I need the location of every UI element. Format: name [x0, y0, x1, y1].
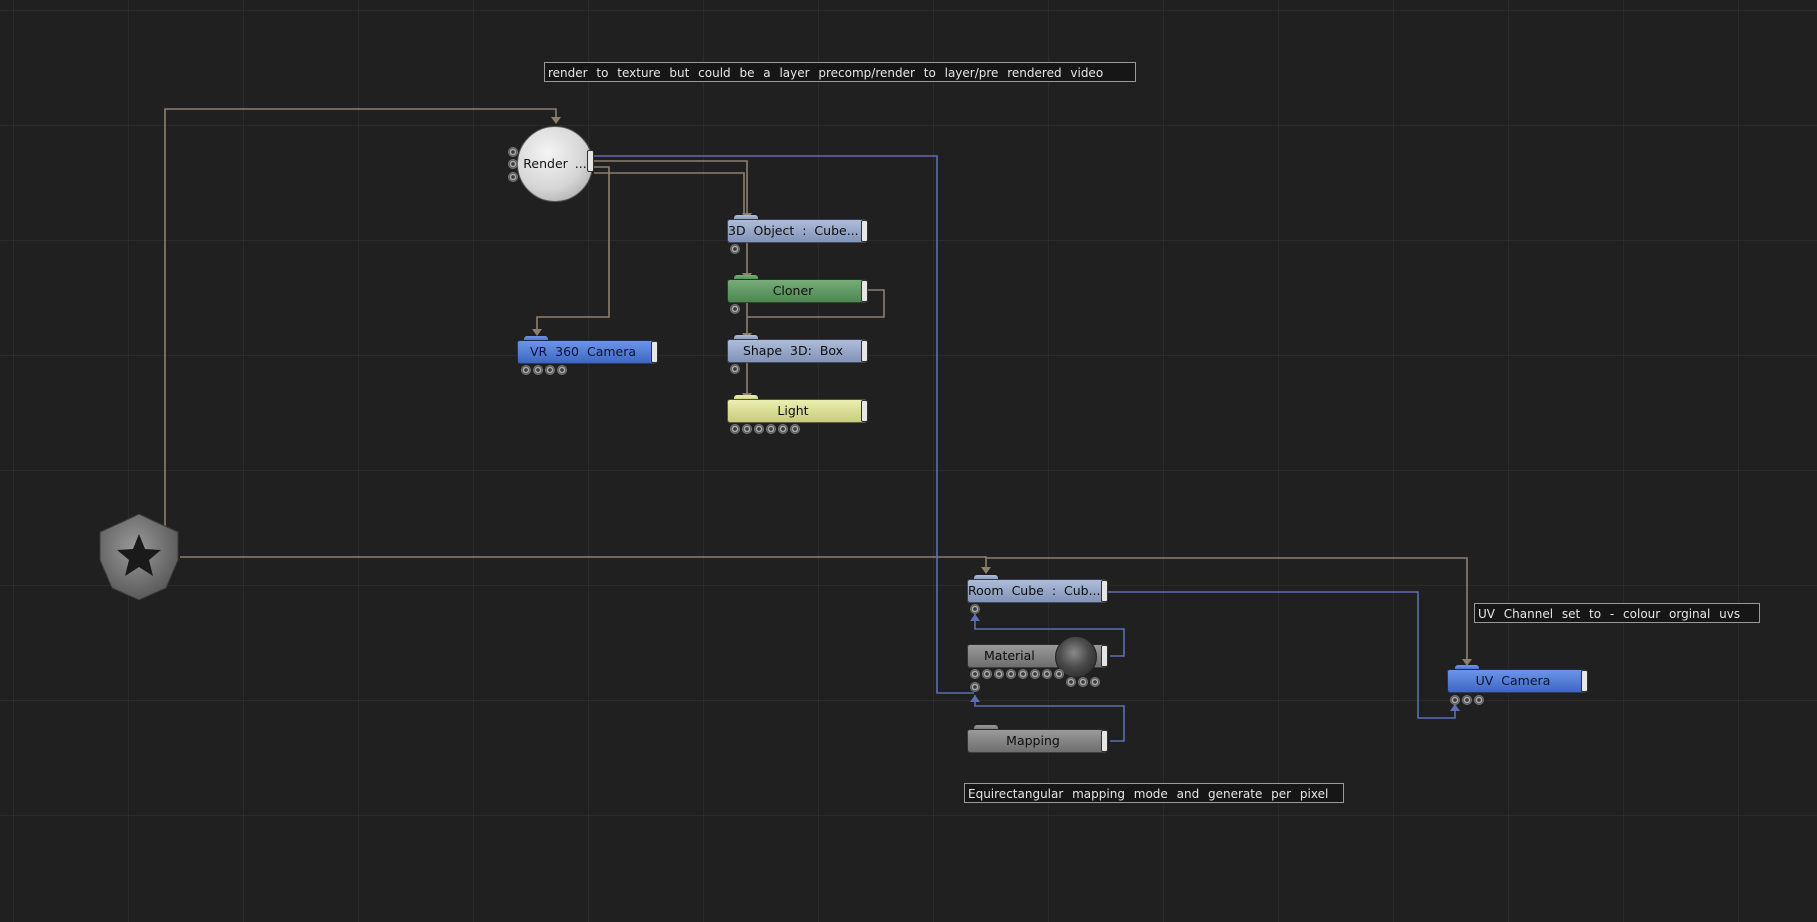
material-port-7[interactable]: [1042, 669, 1052, 679]
vr-camera-output-port[interactable]: [651, 341, 658, 363]
room-cube-tab: [974, 575, 998, 581]
mapping-output-port[interactable]: [1101, 730, 1108, 752]
shape-box-label: Shape 3D: Box: [742, 343, 844, 358]
uv-camera-port-3[interactable]: [1474, 695, 1484, 705]
room-cube-node[interactable]: Room Cube : Cub...: [967, 579, 1107, 603]
vr-camera-port-2[interactable]: [533, 365, 543, 375]
light-output-port[interactable]: [861, 400, 868, 422]
cloner-label: Cloner: [772, 283, 814, 298]
uv-camera-port-2[interactable]: [1462, 695, 1472, 705]
material-port-3[interactable]: [994, 669, 1004, 679]
light-label: Light: [777, 403, 809, 418]
cloner-output-port[interactable]: [861, 280, 868, 302]
wire-render-texture: [594, 155, 974, 694]
wire-mapping-material: [974, 695, 1125, 742]
shape-box-port-1[interactable]: [730, 364, 740, 374]
object3d-tab: [734, 215, 758, 221]
vr-camera-tab: [524, 336, 548, 342]
wire-root-uvcamera: [986, 557, 1468, 664]
shape-box-output-port[interactable]: [861, 340, 868, 362]
uv-camera-node[interactable]: UV Camera: [1447, 669, 1587, 693]
shape-box-tab: [734, 335, 758, 341]
light-port-5[interactable]: [778, 424, 788, 434]
wire-render-object-2: [594, 172, 745, 218]
light-port-3[interactable]: [754, 424, 764, 434]
wire-render-object: [594, 160, 748, 218]
vr-camera-label: VR 360 Camera: [529, 344, 637, 359]
material-port-11[interactable]: [1090, 677, 1100, 687]
mapping-node[interactable]: Mapping: [967, 729, 1107, 753]
material-label: Material: [984, 648, 1035, 663]
uv-camera-output-port[interactable]: [1581, 670, 1588, 692]
render-input-port-2[interactable]: [508, 159, 518, 169]
vr-camera-port-1[interactable]: [521, 365, 531, 375]
comment-render-note[interactable]: render to texture but could be a layer p…: [544, 62, 1136, 82]
wire-root-render: [164, 108, 557, 528]
object3d-output-port[interactable]: [861, 220, 868, 242]
comment-mapping-note[interactable]: Equirectangular mapping mode and generat…: [964, 783, 1344, 803]
light-port-4[interactable]: [766, 424, 776, 434]
wire-roomcube-uvcamera: [1108, 591, 1456, 719]
mapping-tab: [974, 725, 998, 731]
wire-render-vrcamera: [536, 166, 610, 334]
material-port-10[interactable]: [1078, 677, 1088, 687]
material-port-9[interactable]: [1066, 677, 1076, 687]
render-input-port-3[interactable]: [508, 172, 518, 182]
comment-uv-note[interactable]: UV Channel set to - colour orginal uvs: [1474, 603, 1760, 623]
vr-camera-port-3[interactable]: [545, 365, 555, 375]
shape-box-node[interactable]: Shape 3D: Box: [727, 339, 867, 363]
wire-cloner-loop: [747, 289, 885, 318]
mapping-label: Mapping: [1006, 733, 1060, 748]
material-port-6[interactable]: [1030, 669, 1040, 679]
gear-star-icon[interactable]: [94, 512, 184, 602]
light-port-6[interactable]: [790, 424, 800, 434]
material-port-12[interactable]: [970, 682, 980, 692]
material-port-2[interactable]: [982, 669, 992, 679]
cloner-node[interactable]: Cloner: [727, 279, 867, 303]
object3d-label: 3D Object : Cube...: [728, 223, 859, 238]
room-cube-label: Room Cube : Cub...: [968, 583, 1101, 598]
uv-camera-port-1[interactable]: [1450, 695, 1460, 705]
render-node[interactable]: Render ...: [517, 126, 593, 202]
room-cube-output-port[interactable]: [1101, 580, 1108, 602]
cloner-tab: [734, 275, 758, 281]
uv-camera-label: UV Camera: [1475, 673, 1551, 688]
object3d-node[interactable]: 3D Object : Cube...: [727, 219, 867, 243]
light-port-2[interactable]: [742, 424, 752, 434]
vr-camera-node[interactable]: VR 360 Camera: [517, 340, 657, 364]
material-port-5[interactable]: [1018, 669, 1028, 679]
vr-camera-port-4[interactable]: [557, 365, 567, 375]
wire-root-roomcube: [180, 556, 987, 572]
cloner-port-1[interactable]: [730, 304, 740, 314]
material-port-8[interactable]: [1054, 669, 1064, 679]
uv-camera-tab: [1455, 665, 1479, 671]
light-port-1[interactable]: [730, 424, 740, 434]
material-output-port[interactable]: [1101, 645, 1108, 667]
render-node-label: Render ...: [523, 156, 587, 171]
object3d-port-1[interactable]: [730, 244, 740, 254]
light-tab: [734, 395, 758, 401]
wire-material-roomcube: [974, 614, 1125, 657]
render-input-port-1[interactable]: [508, 147, 518, 157]
render-output-port[interactable]: [587, 150, 594, 172]
light-node[interactable]: Light: [727, 399, 867, 423]
material-port-1[interactable]: [970, 669, 980, 679]
room-cube-port-1[interactable]: [970, 604, 980, 614]
material-port-4[interactable]: [1006, 669, 1016, 679]
